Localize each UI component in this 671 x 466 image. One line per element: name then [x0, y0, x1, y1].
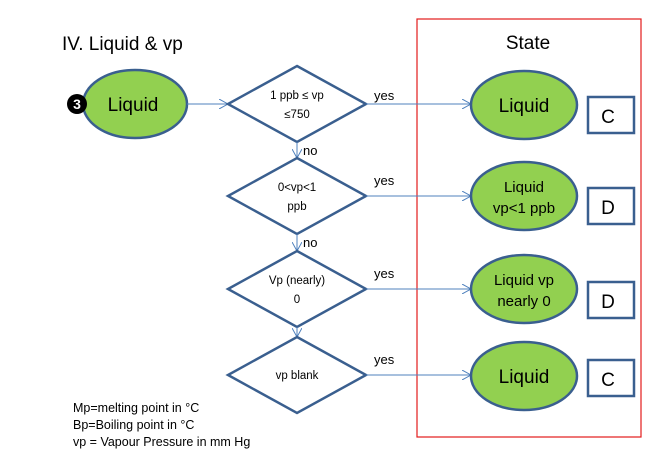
category-box — [586, 186, 636, 226]
state-panel-title: State — [506, 33, 550, 54]
category-box — [586, 280, 636, 320]
result-text-line: Liquid vp — [494, 272, 554, 289]
result-4: Liquid C — [469, 340, 636, 412]
result-text-line: Liquid — [504, 179, 544, 196]
decision-diamond — [225, 156, 369, 236]
category-box — [586, 358, 636, 398]
decision-4: vp blank yes — [225, 335, 471, 415]
start-node: 3 Liquid — [67, 68, 189, 140]
yes-label: yes — [374, 88, 395, 103]
result-text-line: Liquid — [499, 96, 550, 117]
decision-3: Vp (nearly) 0 yes — [225, 249, 471, 337]
decision-text-line: 0 — [294, 294, 300, 306]
category-code: D — [601, 198, 615, 219]
result-text-line: Liquid — [499, 367, 550, 388]
step-badge — [67, 94, 87, 114]
legend-line-vp: vp = Vapour Pressure in mm Hg — [73, 435, 250, 449]
decision-1: 1 ppb ≤ vp ≤750 yes no — [225, 64, 471, 158]
category-code: C — [601, 370, 615, 391]
result-3: Liquid vp nearly 0 D — [469, 253, 636, 325]
result-ellipse — [469, 160, 579, 232]
no-label: no — [303, 143, 317, 158]
category-code: C — [601, 107, 615, 128]
result-text-line: vp<1 ppb — [493, 200, 555, 217]
decision-text-line: ≤750 — [284, 109, 310, 121]
decision-text-line: Vp (nearly) — [269, 275, 325, 287]
decision-diamond — [225, 335, 369, 415]
result-ellipse — [469, 340, 579, 412]
legend: Mp=melting point in °C Bp=Boiling point … — [73, 401, 250, 449]
decision-diamond — [225, 64, 369, 144]
yes-label: yes — [374, 352, 395, 367]
result-ellipse — [469, 253, 579, 325]
result-text-line: nearly 0 — [497, 293, 550, 310]
category-box — [586, 95, 636, 135]
decision-text-line: ppb — [287, 201, 306, 213]
decision-text-line: 1 ppb ≤ vp — [270, 90, 324, 102]
no-label: no — [303, 235, 317, 250]
result-2: Liquid vp<1 ppb D — [469, 160, 636, 232]
category-code: D — [601, 292, 615, 313]
legend-line-bp: Bp=Boiling point in °C — [73, 418, 194, 432]
step-badge-number: 3 — [73, 96, 81, 112]
decision-text-line: 0<vp<1 — [278, 182, 316, 194]
yes-label: yes — [374, 266, 395, 281]
result-ellipse — [469, 69, 579, 141]
page-title: IV. Liquid & vp — [62, 34, 183, 55]
decision-diamond — [225, 249, 369, 329]
legend-line-mp: Mp=melting point in °C — [73, 401, 199, 415]
decision-2: 0<vp<1 ppb yes no — [225, 156, 471, 251]
state-panel — [416, 18, 642, 438]
start-label: Liquid — [108, 95, 159, 116]
yes-label: yes — [374, 173, 395, 188]
decision-text-line: vp blank — [276, 370, 319, 382]
